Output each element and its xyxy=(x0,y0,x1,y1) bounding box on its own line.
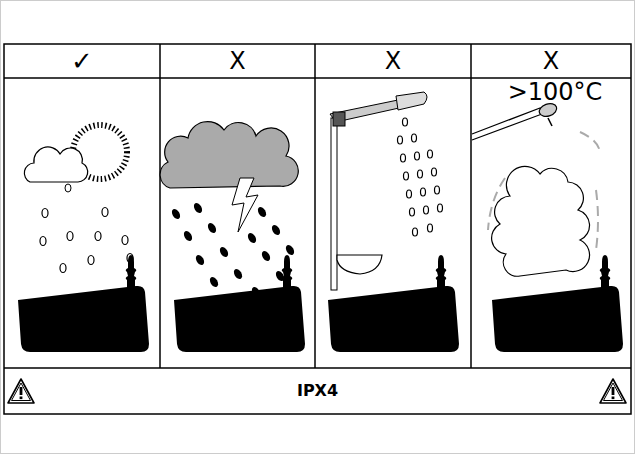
forbidden-mark: X xyxy=(160,44,315,78)
forbidden-mark: X xyxy=(471,44,631,78)
warning-triangle xyxy=(8,379,626,403)
storm-picture xyxy=(160,122,305,352)
table-grid xyxy=(4,44,631,414)
steam-jet-picture xyxy=(472,101,623,352)
light-rain-picture xyxy=(18,125,149,352)
temperature-label: >100°C xyxy=(490,78,620,106)
allowed-mark: ✓ xyxy=(4,44,160,78)
shower-picture xyxy=(328,92,459,352)
protection-rating: IPX4 xyxy=(40,368,595,414)
forbidden-mark: X xyxy=(315,44,471,78)
